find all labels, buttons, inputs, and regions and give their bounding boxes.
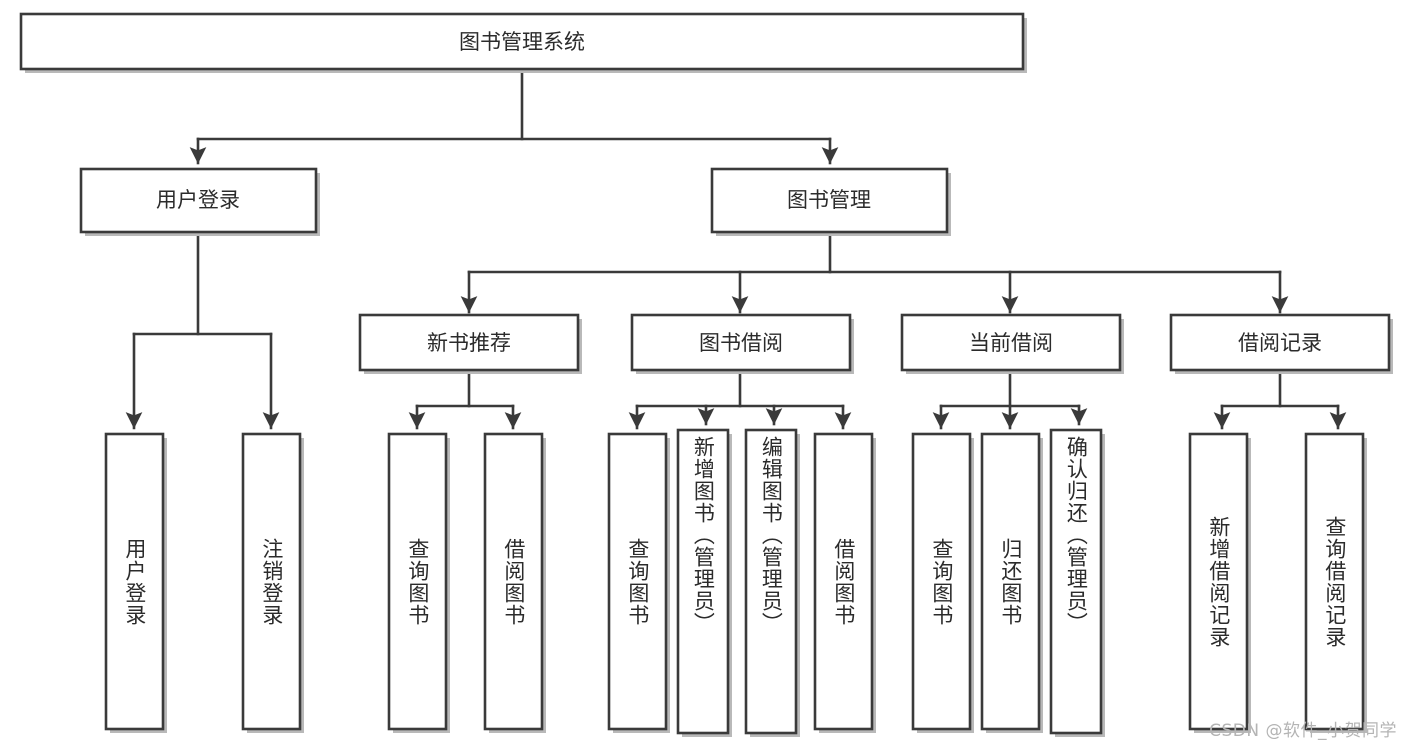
leaf-node-query-book-borrow[interactable] — [607, 432, 670, 733]
leaf-node-confirm-return-admin[interactable] — [1049, 428, 1105, 737]
node-book-borrow[interactable]: 图书借阅 — [630, 313, 854, 374]
node-current-borrow-label: 当前借阅 — [969, 331, 1053, 355]
node-root-system-label: 图书管理系统 — [459, 30, 585, 54]
node-user-login-label: 用户登录 — [156, 188, 240, 212]
leaf-node-edit-book-admin[interactable] — [744, 428, 800, 737]
leaf-node-return-book[interactable] — [980, 432, 1043, 733]
node-book-borrow-label: 图书借阅 — [699, 331, 783, 355]
leaf-node-user-login[interactable] — [104, 432, 167, 733]
node-book-management-label: 图书管理 — [787, 188, 871, 212]
leaf-node-logout[interactable] — [241, 432, 304, 733]
connector-root-to-level2 — [189, 68, 839, 165]
connector-borrow-to-leaves — [628, 372, 852, 430]
node-borrow-record-label: 借阅记录 — [1238, 331, 1322, 355]
connector-record-to-leaves — [1213, 372, 1347, 430]
leaf-node-query-book-newbook[interactable] — [387, 432, 450, 733]
leaf-node-borrow-book-newbook[interactable] — [483, 432, 546, 733]
connector-current-to-leaves — [932, 372, 1088, 430]
leaf-node-query-book-current[interactable] — [911, 432, 974, 733]
connector-userlogin-to-leaves — [125, 230, 280, 430]
node-root-system[interactable]: 图书管理系统 — [19, 12, 1027, 73]
connector-bookmgmt-to-level3 — [460, 230, 1289, 314]
leaf-node-add-borrow-record[interactable] — [1188, 432, 1251, 733]
node-borrow-record[interactable]: 借阅记录 — [1169, 313, 1393, 374]
node-user-login[interactable]: 用户登录 — [79, 167, 320, 236]
node-current-borrow[interactable]: 当前借阅 — [900, 313, 1124, 374]
node-new-book-recommend[interactable]: 新书推荐 — [358, 313, 582, 374]
connector-newbook-to-leaves — [408, 372, 522, 430]
leaf-node-add-book-admin[interactable] — [676, 428, 732, 737]
leaf-node-borrow-book-borrow[interactable] — [813, 432, 876, 733]
leaf-node-query-borrow-record[interactable] — [1304, 432, 1367, 733]
node-book-management[interactable]: 图书管理 — [710, 167, 951, 236]
node-new-book-recommend-label: 新书推荐 — [427, 331, 511, 355]
csdn-watermark: CSDN @软件_小贺同学 — [1209, 721, 1397, 741]
